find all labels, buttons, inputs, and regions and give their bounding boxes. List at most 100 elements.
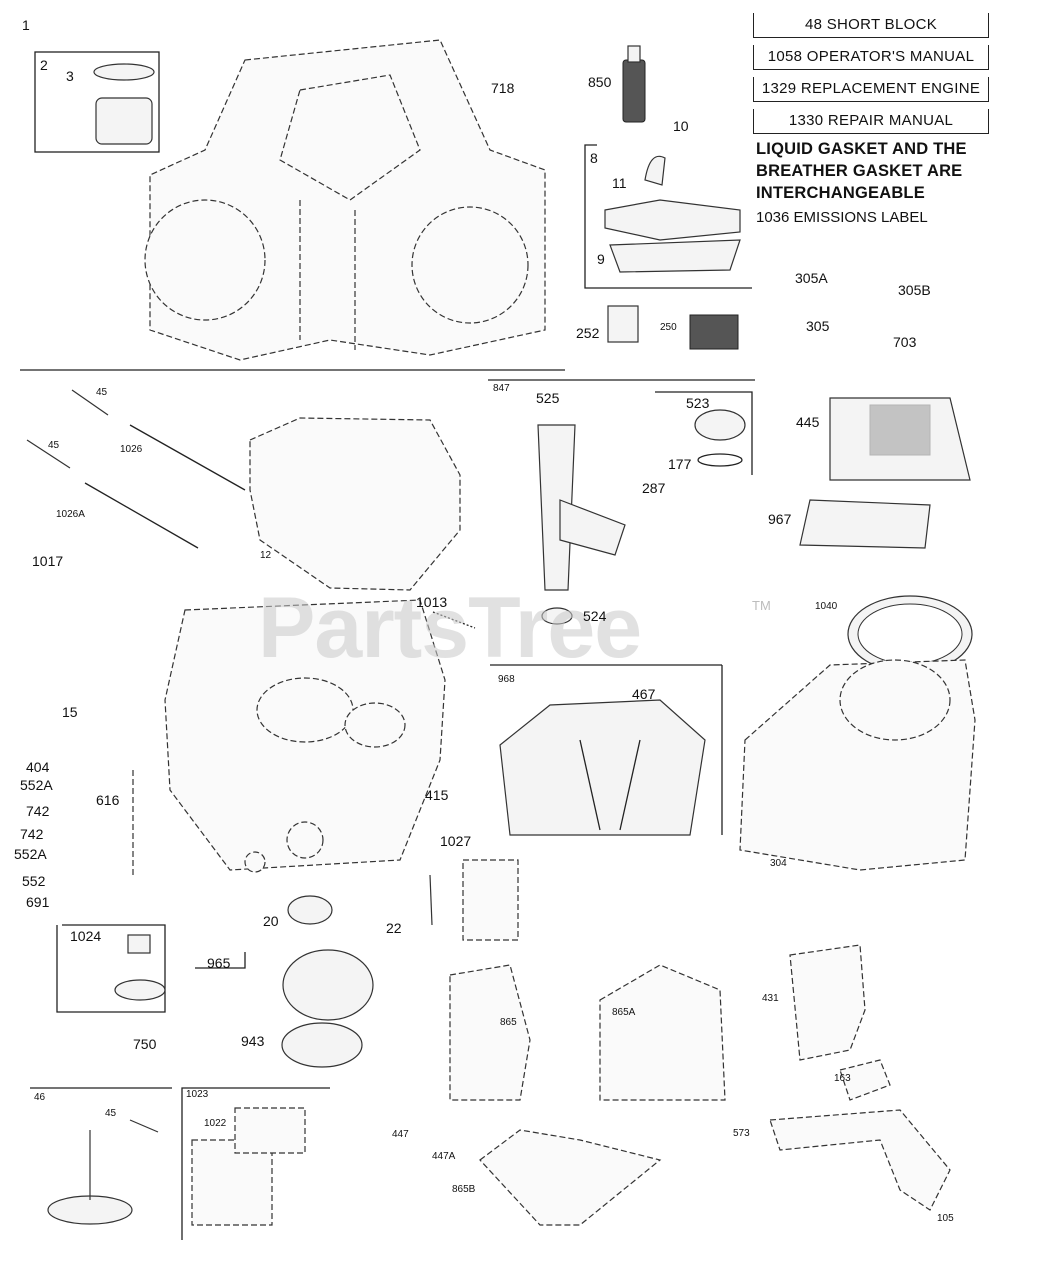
callout-552[interactable]: 552 <box>22 873 46 889</box>
callout-250[interactable]: 250 <box>660 322 677 333</box>
reference-1058: 1058 OPERATOR'S MANUAL <box>753 45 989 70</box>
box-965 <box>195 952 246 969</box>
callout-22[interactable]: 22 <box>386 920 402 936</box>
part-1023-art <box>191 1139 273 1226</box>
emissions-label-ref: 1036 EMISSIONS LABEL <box>756 209 928 226</box>
callout-524[interactable]: 524 <box>583 608 607 624</box>
breather-cover-art <box>604 199 741 241</box>
callout-703[interactable]: 703 <box>893 334 917 350</box>
callout-12[interactable]: 12 <box>260 550 272 561</box>
sealant-tube-art <box>622 59 646 123</box>
spring-1013-art <box>432 611 476 629</box>
callout-252[interactable]: 252 <box>576 325 600 341</box>
callout-1024[interactable]: 1024 <box>70 928 102 944</box>
callout-447A[interactable]: 447A <box>432 1151 456 1162</box>
dipstick-art <box>26 389 246 549</box>
breather-tube-art <box>644 155 666 186</box>
crankcase <box>164 599 446 873</box>
callout-742-a[interactable]: 742 <box>26 803 50 819</box>
callout-2[interactable]: 2 <box>40 57 48 73</box>
callout-865A[interactable]: 865A <box>612 1007 636 1018</box>
callout-865B[interactable]: 865B <box>452 1184 476 1195</box>
box-2 <box>34 51 160 153</box>
seal-20-art <box>287 895 333 925</box>
piston-art <box>95 97 153 145</box>
callout-1022[interactable]: 1022 <box>204 1118 227 1129</box>
callout-865[interactable]: 865 <box>500 1017 517 1028</box>
callout-15[interactable]: 15 <box>62 704 78 720</box>
callout-20[interactable]: 20 <box>263 913 279 929</box>
callout-573[interactable]: 573 <box>733 1128 750 1139</box>
air-filter-art <box>829 397 971 481</box>
valve-cover-art <box>499 699 706 836</box>
box-1024 <box>56 924 166 1013</box>
callout-1027[interactable]: 1027 <box>440 833 472 849</box>
block-252-art <box>607 305 639 343</box>
reference-1329: 1329 REPLACEMENT ENGINE <box>753 77 989 102</box>
gasket-1022-art <box>234 1107 306 1154</box>
callout-1040[interactable]: 1040 <box>815 601 838 612</box>
callout-552A[interactable]: 552A <box>20 777 53 793</box>
callout-1[interactable]: 1 <box>22 17 30 33</box>
reference-1330: 1330 REPAIR MANUAL <box>753 109 989 134</box>
camshaft-gear-art <box>47 1195 133 1225</box>
callout-431[interactable]: 431 <box>762 993 779 1004</box>
callout-11[interactable]: 11 <box>612 175 627 191</box>
piston-ring-art <box>93 63 155 81</box>
callout-45-top[interactable]: 45 <box>96 387 108 398</box>
watermark: PartsTree <box>258 580 642 676</box>
breather-gasket-art <box>609 239 741 273</box>
callout-305[interactable]: 305 <box>806 318 830 334</box>
part-965-art <box>282 949 374 1021</box>
callout-445[interactable]: 445 <box>796 414 820 430</box>
oring-943-art <box>281 1022 363 1068</box>
callout-3[interactable]: 3 <box>66 68 74 84</box>
gasket-163-art <box>839 1059 891 1101</box>
callout-967[interactable]: 967 <box>768 511 792 527</box>
filter-250-art <box>689 314 739 350</box>
callout-968[interactable]: 968 <box>498 674 515 685</box>
callout-305B[interactable]: 305B <box>898 282 931 298</box>
callout-304[interactable]: 304 <box>770 858 787 869</box>
callout-177[interactable]: 177 <box>668 456 692 472</box>
callout-447[interactable]: 447 <box>392 1129 409 1140</box>
callout-163[interactable]: 163 <box>834 1073 851 1084</box>
part-573-art <box>769 1109 951 1211</box>
callout-742-b[interactable]: 742 <box>20 826 44 842</box>
callout-1013[interactable]: 1013 <box>416 594 448 610</box>
callout-552A-b[interactable]: 552A <box>14 846 47 862</box>
callout-616[interactable]: 616 <box>96 792 120 808</box>
reference-48: 48 SHORT BLOCK <box>753 13 989 38</box>
callout-287[interactable]: 287 <box>642 480 666 496</box>
callout-1026A[interactable]: 1026A <box>56 509 85 520</box>
oil-cap-art <box>694 409 746 441</box>
callout-750[interactable]: 750 <box>133 1036 157 1052</box>
callout-105[interactable]: 105 <box>937 1213 954 1224</box>
gasket-note: LIQUID GASKET AND THE BREATHER GASKET AR… <box>756 140 967 202</box>
callout-525[interactable]: 525 <box>536 390 560 406</box>
callout-45-mid[interactable]: 45 <box>48 440 60 451</box>
callout-523[interactable]: 523 <box>686 395 710 411</box>
callout-46[interactable]: 46 <box>34 1092 46 1103</box>
callout-8[interactable]: 8 <box>590 150 598 166</box>
callout-718[interactable]: 718 <box>491 80 515 96</box>
callout-467[interactable]: 467 <box>632 686 656 702</box>
callout-1023[interactable]: 1023 <box>186 1089 209 1100</box>
callout-45-bottom[interactable]: 45 <box>105 1108 117 1119</box>
callout-404[interactable]: 404 <box>26 759 50 775</box>
cylinder-block <box>144 39 546 361</box>
pre-cleaner-art <box>799 499 931 549</box>
box-8 <box>584 144 752 289</box>
callout-965[interactable]: 965 <box>207 955 231 971</box>
callout-850[interactable]: 850 <box>588 74 612 90</box>
callout-10[interactable]: 10 <box>673 118 689 134</box>
callout-691[interactable]: 691 <box>26 894 50 910</box>
callout-847[interactable]: 847 <box>493 383 510 394</box>
callout-943[interactable]: 943 <box>241 1033 265 1049</box>
callout-1026[interactable]: 1026 <box>120 444 143 455</box>
trademark-mark: TM <box>752 598 771 613</box>
callout-9[interactable]: 9 <box>597 251 605 267</box>
callout-1017[interactable]: 1017 <box>32 553 64 569</box>
callout-305A[interactable]: 305A <box>795 270 828 286</box>
callout-415[interactable]: 415 <box>425 787 449 803</box>
